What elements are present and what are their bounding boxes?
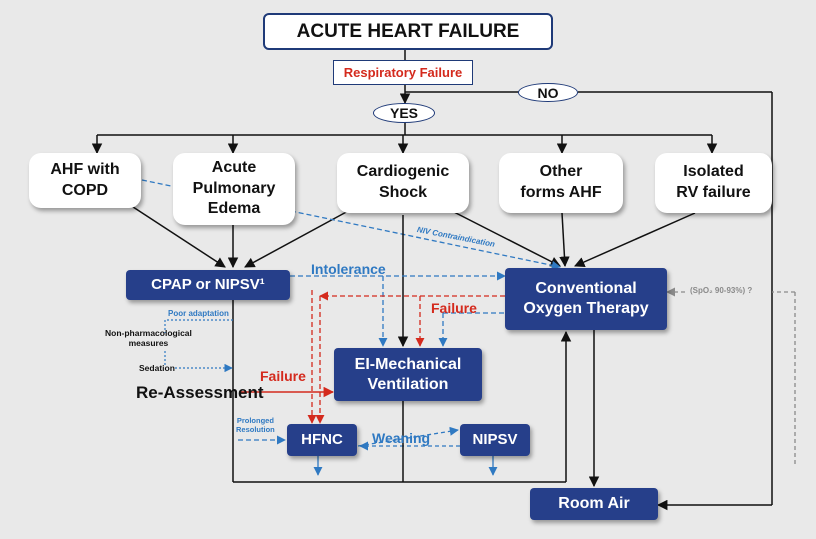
label-spo2: (SpO₂ 90-93%) ? bbox=[690, 286, 753, 295]
category-ahf-copd: AHF with COPD bbox=[29, 153, 141, 208]
label-re-assessment: Re-Assessment bbox=[136, 383, 264, 402]
label-non-pharmacological-measures: Non-pharmacological measures bbox=[105, 328, 192, 348]
node-cpap-nipsv: CPAP or NIPSV¹ bbox=[126, 270, 290, 300]
label-sedation: Sedation bbox=[139, 363, 175, 373]
no-pill: NO bbox=[518, 83, 578, 102]
category-other-forms-ahf: Other forms AHF bbox=[499, 153, 623, 213]
node-hfnc: HFNC bbox=[287, 424, 357, 456]
label-intolerance: Intolerance bbox=[311, 261, 386, 277]
yes-pill: YES bbox=[373, 103, 435, 123]
node-conventional-oxygen-therapy: Conventional Oxygen Therapy bbox=[505, 268, 667, 330]
label-failure-cot: Failure bbox=[431, 300, 477, 316]
title-acute-heart-failure: ACUTE HEART FAILURE bbox=[263, 13, 553, 50]
arrow-shock-cot bbox=[449, 209, 561, 267]
category-isolated-rv-failure: Isolated RV failure bbox=[655, 153, 772, 213]
label-weaning: Weaning bbox=[372, 430, 431, 446]
category-acute-pulmonary-edema: Acute Pulmonary Edema bbox=[173, 153, 295, 225]
label-poor-adaptation: Poor adaptation bbox=[168, 309, 229, 318]
arrow-other-cot bbox=[559, 212, 570, 268]
respiratory-failure-box: Respiratory Failure bbox=[333, 60, 473, 85]
arrow-niv-contraindication bbox=[141, 179, 561, 270]
arrow-copd-cpap bbox=[129, 204, 226, 268]
category-cardiogenic-shock: Cardiogenic Shock bbox=[337, 153, 469, 213]
node-room-air: Room Air bbox=[530, 488, 658, 520]
label-prolonged-resolution: Prolonged Resolution bbox=[236, 416, 275, 434]
node-nipsv: NIPSV bbox=[460, 424, 530, 456]
arrow-rv-cot bbox=[574, 212, 696, 267]
arrow-weaning-nipsv bbox=[357, 426, 459, 447]
node-mechanical-ventilation: EI-Mechanical Ventilation bbox=[334, 348, 482, 401]
label-failure-reassessment: Failure bbox=[260, 368, 306, 384]
